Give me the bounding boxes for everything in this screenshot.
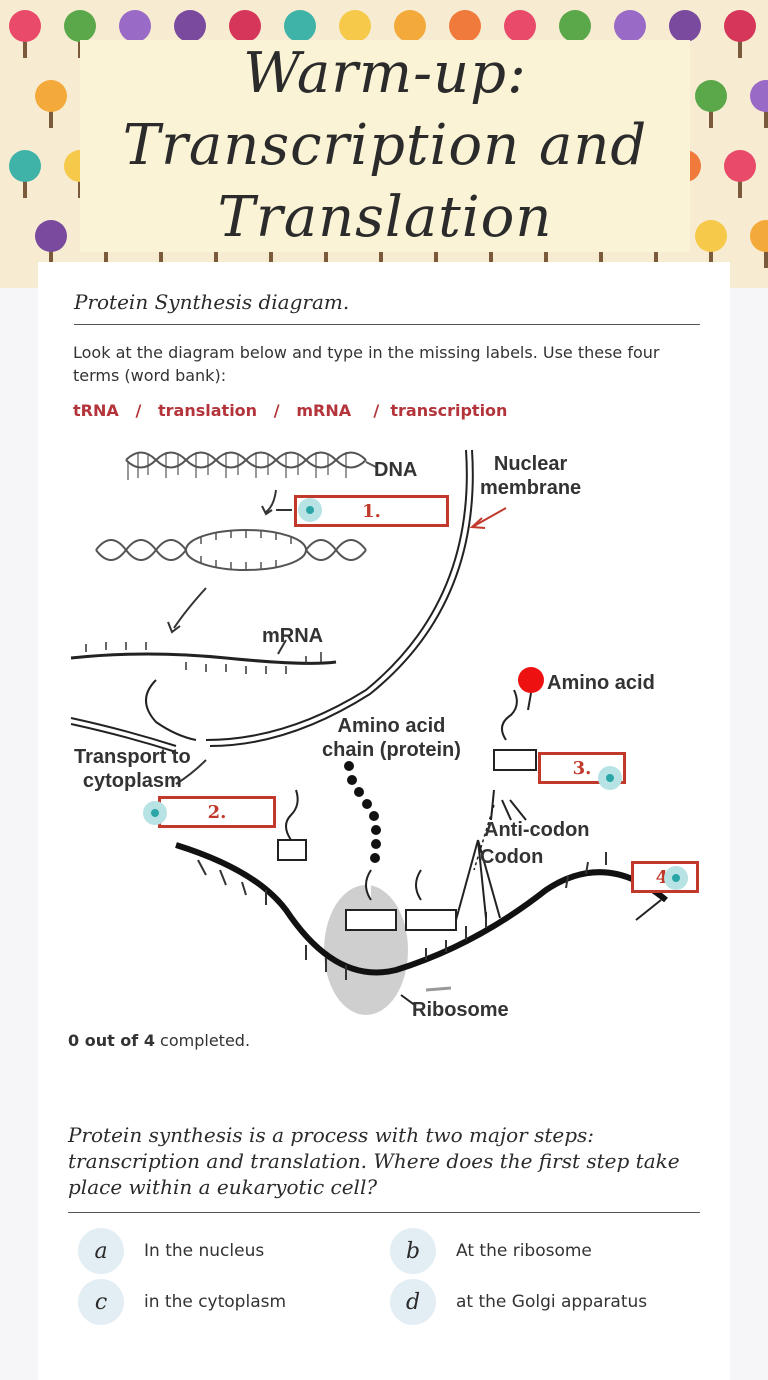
progress-count: 0 out of 4	[68, 1031, 155, 1050]
blank-number-2: 2.	[207, 801, 227, 823]
section-title: Protein Synthesis diagram.	[74, 290, 700, 325]
option-label: at the Golgi apparatus	[456, 1292, 648, 1312]
drop-target-dot-4[interactable]	[664, 866, 688, 890]
option-b[interactable]: b At the ribosome	[390, 1228, 592, 1274]
page-title: Warm-up: Transcription and Translation	[123, 38, 648, 254]
dna-helix	[125, 451, 379, 480]
title-line-1: Warm-up:	[243, 41, 527, 106]
progress-suffix: completed.	[154, 1031, 251, 1050]
option-label: In the nucleus	[144, 1241, 265, 1261]
amino-acid-ball	[518, 667, 544, 693]
option-a[interactable]: a In the nucleus	[78, 1228, 264, 1274]
question-text: Protein synthesis is a process with two …	[68, 1122, 700, 1213]
option-c[interactable]: c in the cytoplasm	[78, 1279, 286, 1325]
option-letter-badge: d	[390, 1279, 436, 1325]
blank-number-1: 1.	[362, 500, 381, 522]
header-banner: Warm-up: Transcription and Translation	[0, 0, 768, 288]
option-letter-badge: a	[78, 1228, 124, 1274]
drop-target-dot-1[interactable]	[298, 498, 322, 522]
blank-number-3: 3.	[572, 757, 592, 779]
title-line-3: Translation	[217, 185, 553, 250]
option-d[interactable]: d at the Golgi apparatus	[390, 1279, 647, 1325]
label-ribosome: Ribosome	[412, 999, 509, 1021]
label-amino-acid-chain: Amino acid chain (protein)	[322, 715, 461, 761]
label-anti-codon: Anti-codon	[484, 819, 590, 841]
ribosome-shape	[324, 885, 408, 1015]
unzipped-dna	[95, 529, 367, 571]
diagram-drawing	[70, 449, 668, 1015]
label-nuclear-membrane: Nuclear membrane	[480, 453, 582, 499]
instructions-text: Look at the diagram below and type in th…	[73, 343, 660, 385]
option-label: At the ribosome	[456, 1241, 592, 1261]
drop-target-dot-3[interactable]	[598, 766, 622, 790]
nuclear-membrane	[205, 449, 468, 741]
label-dna: DNA	[374, 459, 418, 481]
option-letter-badge: c	[78, 1279, 124, 1325]
option-letter-badge: b	[390, 1228, 436, 1274]
label-mrna: mRNA	[262, 625, 324, 647]
progress-status: 0 out of 4 completed.	[68, 1031, 250, 1050]
amino-acid-chain	[344, 761, 381, 863]
label-transport: Transport to cytoplasm	[74, 746, 191, 792]
option-label: in the cytoplasm	[144, 1292, 287, 1312]
answer-box-2[interactable]: 2.	[158, 796, 276, 828]
label-codon: Codon	[480, 846, 544, 868]
mrna-bottom-strand	[175, 842, 668, 976]
title-line-2: Transcription and	[122, 113, 648, 178]
trna-shapes	[277, 689, 537, 931]
mrna-strand	[70, 652, 337, 665]
word-bank: tRNA / translation / mRNA / transcriptio…	[73, 401, 508, 420]
title-card: Warm-up: Transcription and Translation	[80, 40, 690, 252]
label-amino-acid: Amino acid	[547, 672, 655, 694]
drop-target-dot-2[interactable]	[143, 801, 167, 825]
protein-synthesis-diagram: DNA Nuclear membrane mRNA Amino acid Ami…	[66, 440, 706, 1030]
